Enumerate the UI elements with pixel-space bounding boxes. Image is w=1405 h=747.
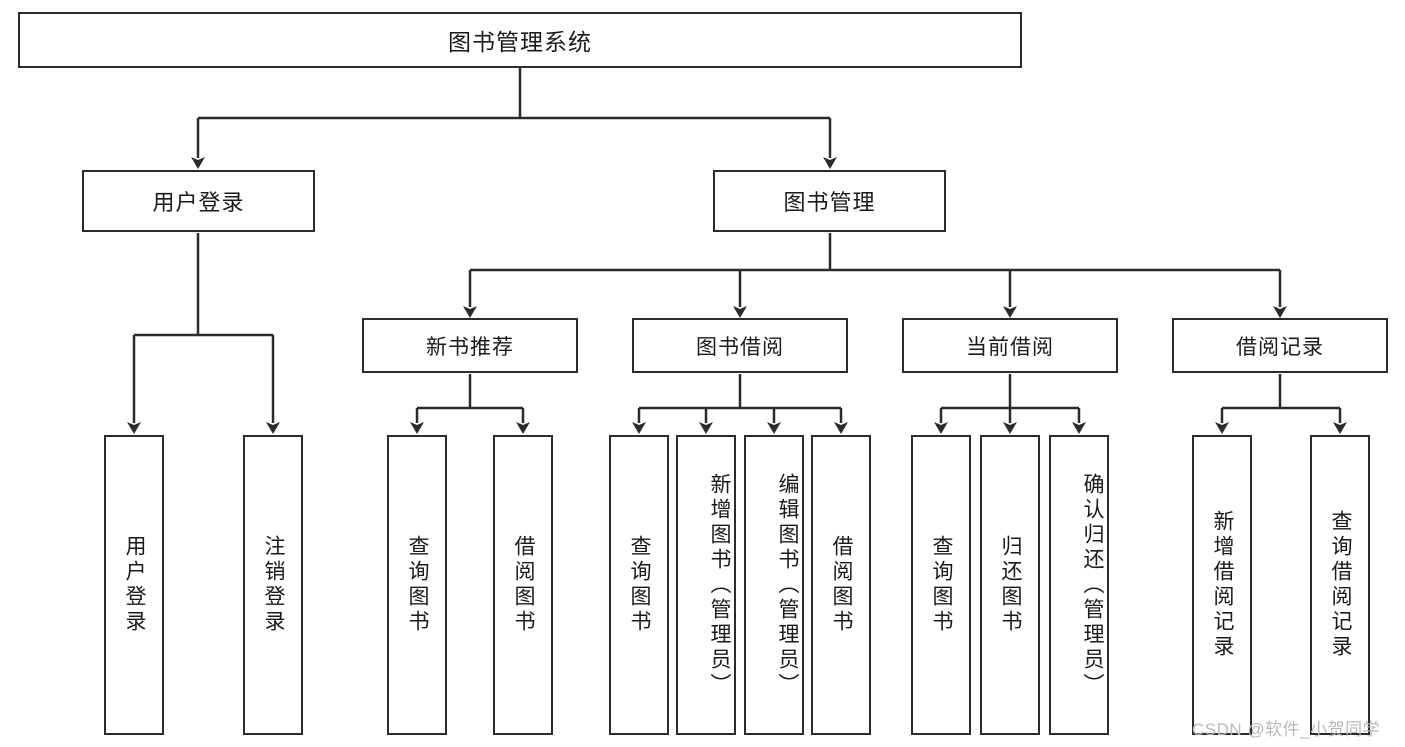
node-book-management[interactable]: 图书管理 (713, 170, 946, 232)
node-new-book-recommend[interactable]: 新书推荐 (362, 318, 578, 373)
leaf-user-login-login[interactable]: 用户登录 (104, 435, 164, 735)
node-root-system[interactable]: 图书管理系统 (18, 12, 1022, 68)
leaf-borrow-add-book-admin[interactable]: 新增图书（管理员） (676, 435, 736, 735)
node-user-login[interactable]: 用户登录 (82, 170, 315, 232)
leaf-current-return-book[interactable]: 归还图书 (980, 435, 1040, 735)
leaf-current-confirm-return-admin[interactable]: 确认归还（管理员） (1049, 435, 1109, 735)
node-borrow-record[interactable]: 借阅记录 (1172, 318, 1388, 373)
leaf-current-query-book[interactable]: 查询图书 (911, 435, 971, 735)
leaf-record-query-record[interactable]: 查询借阅记录 (1310, 435, 1370, 735)
leaf-record-add-record[interactable]: 新增借阅记录 (1192, 435, 1252, 735)
leaf-borrow-borrow-book[interactable]: 借阅图书 (811, 435, 871, 735)
leaf-user-login-logout[interactable]: 注销登录 (243, 435, 303, 735)
leaf-new-book-query[interactable]: 查询图书 (387, 435, 447, 735)
leaf-borrow-query-book[interactable]: 查询图书 (609, 435, 669, 735)
leaf-borrow-edit-book-admin[interactable]: 编辑图书（管理员） (744, 435, 804, 735)
leaf-new-book-borrow[interactable]: 借阅图书 (493, 435, 553, 735)
csdn-watermark: CSDN @软件_小贺同学 (1192, 720, 1381, 739)
node-book-borrow[interactable]: 图书借阅 (632, 318, 848, 373)
node-current-borrow[interactable]: 当前借阅 (902, 318, 1118, 373)
